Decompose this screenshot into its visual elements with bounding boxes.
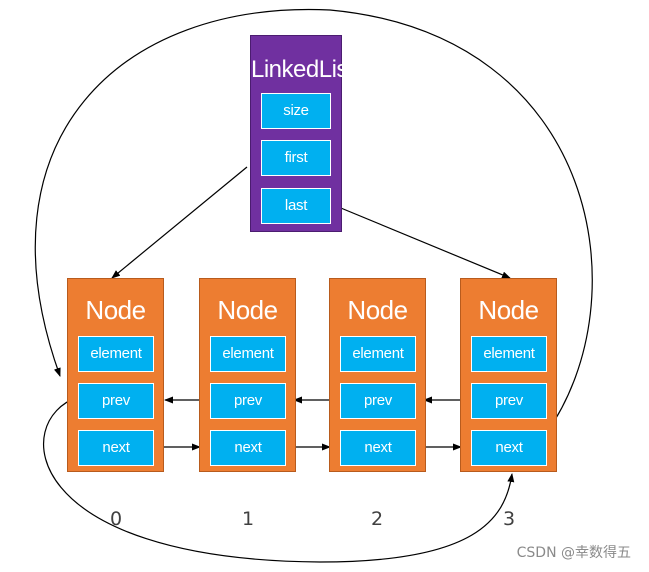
first-pointer-arrow (111, 166, 248, 279)
node-index-3: 3 (502, 508, 516, 530)
node-field-element: element (471, 336, 547, 372)
node-title: Node (347, 295, 408, 325)
linkedlist-title: LinkedList (251, 56, 355, 83)
linkedlist-field-size: size (261, 93, 331, 129)
linkedlist-box: LinkedList size first last (250, 35, 355, 232)
circular-next-link (34, 8, 593, 433)
node-index-0: 0 (109, 508, 123, 530)
node-box-1: Node element prev next (199, 278, 296, 472)
node-field-element: element (210, 336, 286, 372)
node-field-prev: prev (78, 383, 154, 419)
node-field-next: next (471, 430, 547, 466)
node-index-2: 2 (370, 508, 384, 530)
linkedlist-field-last: last (261, 188, 331, 224)
node-title: Node (217, 295, 278, 325)
node-title: Node (478, 295, 539, 325)
node-field-element: element (340, 336, 416, 372)
node-field-next: next (340, 430, 416, 466)
circular-prev-link (42, 396, 515, 563)
node-field-prev: prev (210, 383, 286, 419)
node-box-3: Node element prev next (460, 278, 557, 472)
node-title: Node (85, 295, 146, 325)
linkedlist-field-first: first (261, 140, 331, 176)
node-field-element: element (78, 336, 154, 372)
node-field-prev: prev (471, 383, 547, 419)
csdn-watermark: CSDN @幸数得五 (516, 545, 631, 561)
node-field-next: next (78, 430, 154, 466)
node-box-2: Node element prev next (329, 278, 426, 472)
node-field-next: next (210, 430, 286, 466)
node-index-1: 1 (241, 508, 255, 530)
last-pointer-arrow (335, 205, 511, 279)
node-box-0: Node element prev next (67, 278, 164, 472)
node-field-prev: prev (340, 383, 416, 419)
